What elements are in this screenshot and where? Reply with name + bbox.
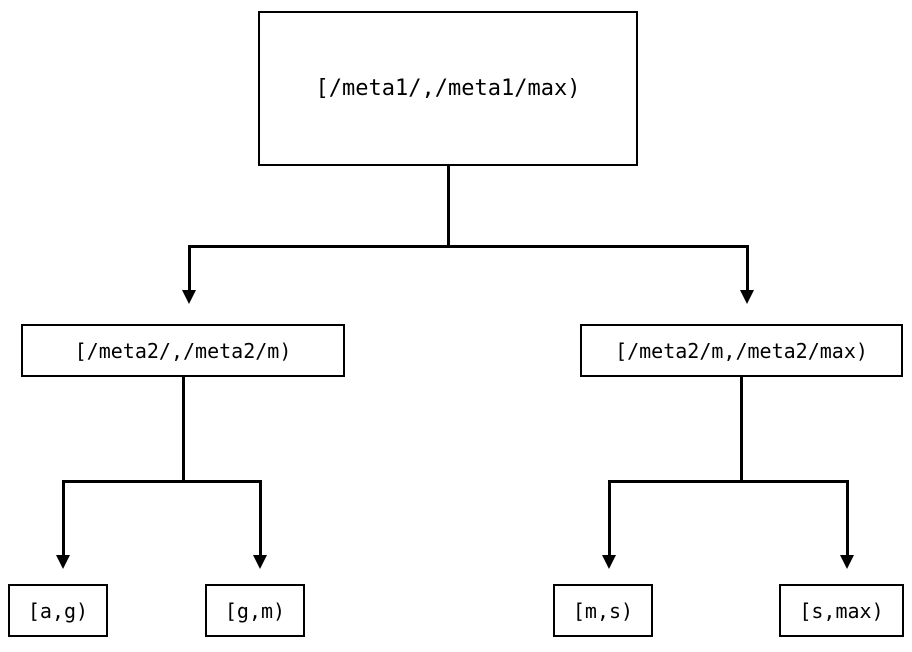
node-root-label: [/meta1/,/meta1/max) [315,75,581,101]
node-leaf-ag: [a,g) [8,584,108,637]
edge-root-crossbar [189,245,749,248]
edge-mid-right-stem [740,377,743,482]
arrowhead-down-icon-mid-right [740,290,754,304]
node-leaf-ms: [m,s) [553,584,653,637]
node-leaf-ag-label: [a,g) [27,598,89,623]
arrowhead-down-icon-leaf-ms [602,555,616,569]
edge-mid-right-to-leaf-ms-drop [608,480,611,555]
node-leaf-smax-label: [s,max) [799,598,884,623]
edge-root-stem [447,166,450,247]
node-mid-right-label: [/meta2/m,/meta2/max) [615,338,868,363]
edge-root-to-mid-right-drop [746,245,749,290]
node-mid-right: [/meta2/m,/meta2/max) [580,324,903,377]
node-leaf-gm: [g,m) [205,584,305,637]
edge-root-to-mid-left-drop [188,245,191,290]
node-leaf-ms-label: [m,s) [572,598,634,623]
edge-mid-left-to-leaf-ag-drop [62,480,65,555]
edge-mid-left-to-leaf-gm-drop [259,480,262,555]
edge-mid-left-crossbar [62,480,262,483]
arrowhead-down-icon-leaf-ag [56,555,70,569]
edge-mid-right-crossbar [608,480,848,483]
node-mid-left-label: [/meta2/,/meta2/m) [74,338,292,363]
arrowhead-down-icon-leaf-gm [253,555,267,569]
node-root: [/meta1/,/meta1/max) [258,11,638,166]
arrowhead-down-icon-mid-left [182,290,196,304]
edge-mid-right-to-leaf-smax-drop [846,480,849,555]
node-mid-left: [/meta2/,/meta2/m) [21,324,345,377]
node-leaf-gm-label: [g,m) [224,598,286,623]
edge-mid-left-stem [182,377,185,482]
arrowhead-down-icon-leaf-smax [840,555,854,569]
node-leaf-smax: [s,max) [779,584,904,637]
